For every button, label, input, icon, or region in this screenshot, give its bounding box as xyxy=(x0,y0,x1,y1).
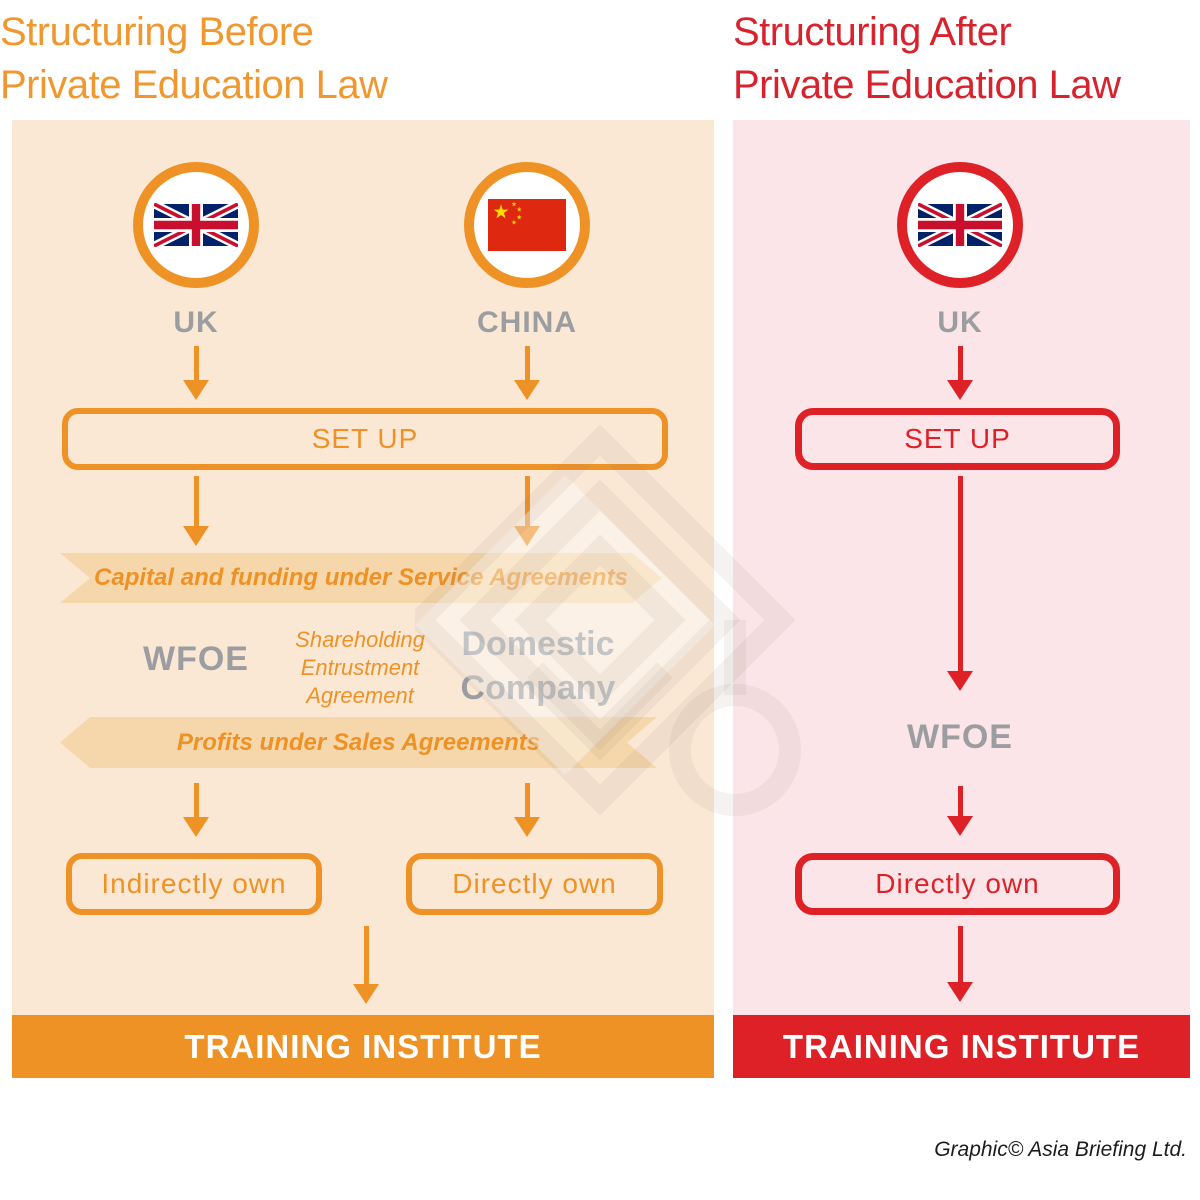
before-title: Structuring Before Private Education Law xyxy=(0,6,388,112)
shareholding-note-line3: Agreement xyxy=(306,683,414,708)
capital-funding-banner-label: Capital and funding under Service Agreem… xyxy=(94,564,628,591)
profits-banner: Profits under Sales Agreements xyxy=(60,717,657,768)
after-title: Structuring After Private Education Law xyxy=(733,6,1121,112)
after-title-line1: Structuring After xyxy=(733,10,1012,54)
setup-box: SET UP xyxy=(62,408,668,470)
setup-label: SET UP xyxy=(311,423,419,454)
uk-label: UK xyxy=(173,306,219,339)
down-arrow-icon xyxy=(947,926,973,1002)
china-flag-icon xyxy=(488,199,566,251)
before-title-line2: Private Education Law xyxy=(0,63,388,107)
directly-own-box-left: Directly own xyxy=(406,853,663,915)
credit-text: Graphic© Asia Briefing Ltd. xyxy=(934,1138,1187,1161)
training-institute-bar-before: TRAINING INSTITUTE xyxy=(12,1015,714,1078)
training-institute-label-after: TRAINING INSTITUTE xyxy=(782,1027,1141,1065)
before-title-line1: Structuring Before xyxy=(0,10,314,54)
down-arrow-icon xyxy=(183,783,209,837)
uk-flag-icon xyxy=(154,203,238,247)
after-panel: UK SET UP WFOE Directly own TRAINING INS… xyxy=(733,120,1190,1078)
directly-own-label-after: Directly own xyxy=(875,868,1040,899)
down-arrow-icon xyxy=(183,346,209,400)
domestic-company-label: Domestic Company xyxy=(433,622,643,710)
down-arrow-icon xyxy=(514,346,540,400)
shareholding-note-line2: Entrustment xyxy=(300,655,420,680)
directly-own-label-left: Directly own xyxy=(452,868,617,899)
indirectly-own-label: Indirectly own xyxy=(101,868,287,899)
down-arrow-icon xyxy=(947,786,973,836)
profits-banner-label: Profits under Sales Agreements xyxy=(176,728,541,756)
domestic-company-line2: Company xyxy=(460,669,616,707)
training-institute-bar-after: TRAINING INSTITUTE xyxy=(733,1015,1190,1078)
wfoe-label-after: WFOE xyxy=(907,718,1013,756)
china-flag-circle xyxy=(464,162,590,288)
shareholding-note: Shareholding Entrustment Agreement xyxy=(260,626,460,710)
capital-funding-banner: Capital and funding under Service Agreem… xyxy=(60,553,662,603)
shareholding-note-line1: Shareholding xyxy=(295,627,425,652)
down-arrow-icon xyxy=(183,476,209,546)
china-label: CHINA xyxy=(477,306,577,339)
uk-flag-circle xyxy=(133,162,259,288)
setup-box-after: SET UP xyxy=(795,408,1120,470)
directly-own-box-after: Directly own xyxy=(795,853,1120,915)
setup-label-after: SET UP xyxy=(904,423,1011,454)
uk-flag-circle-after xyxy=(897,162,1023,288)
uk-flag-icon xyxy=(918,203,1002,247)
indirectly-own-box: Indirectly own xyxy=(66,853,322,915)
down-arrow-icon xyxy=(353,926,379,1004)
down-arrow-icon xyxy=(514,783,540,837)
training-institute-label-before: TRAINING INSTITUTE xyxy=(184,1027,542,1065)
before-panel: UK CHINA SET UP Capital and funding unde… xyxy=(12,120,714,1078)
down-arrow-icon xyxy=(947,476,973,691)
uk-label-after: UK xyxy=(937,306,983,339)
down-arrow-icon xyxy=(514,476,540,546)
down-arrow-icon xyxy=(947,346,973,400)
after-title-line2: Private Education Law xyxy=(733,63,1121,107)
domestic-company-line1: Domestic xyxy=(461,625,615,663)
wfoe-label: WFOE xyxy=(143,640,249,678)
